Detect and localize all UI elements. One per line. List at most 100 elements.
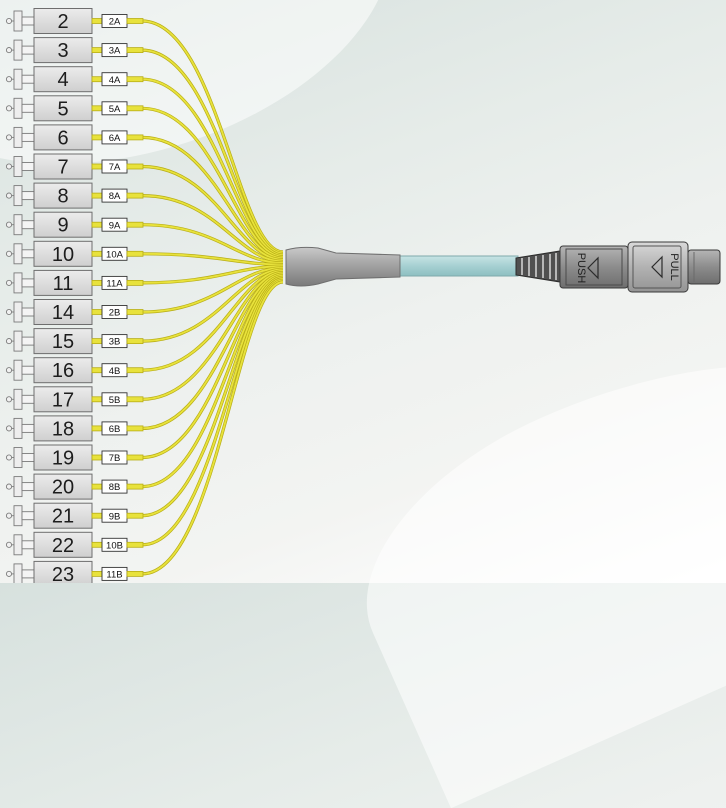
port-body [33,153,93,180]
port-tab [21,132,35,142]
port-body [33,386,93,413]
port-clip [13,563,23,583]
fiber-strand-core [141,270,284,372]
latch-pin [5,367,13,374]
port-clip [13,301,23,323]
port-clip [13,476,23,498]
port-clip [13,156,23,177]
port-body [33,37,93,64]
port-clip [13,330,23,352]
port-body [33,8,93,34]
port-tab [21,423,35,433]
port-tab [21,220,35,230]
port-number: 10 [52,244,74,266]
port-clip [13,505,23,527]
fiber-tag-label: 4B [109,366,121,377]
latch-pin [5,76,13,83]
latch-pin [5,17,13,25]
fiber-strand-core [141,136,284,260]
fiber-strand-core [141,276,284,488]
mpo-connector: PUSH PULL [515,241,721,293]
connector-strain-relief [515,250,561,283]
trunk-cable [397,255,519,277]
port-clip [13,388,23,410]
port-tab [21,569,35,579]
fiber-tag-label: 11B [106,570,122,581]
connector-pull-housing: PULL [627,241,689,293]
latch-pin [5,163,13,170]
fiber-tag-label: 6A [109,133,121,144]
pull-label: PULL [668,253,680,281]
fiber-strand-core [141,165,284,261]
port-tab [21,191,35,201]
fiber-strand-core [141,194,284,263]
port-tab [21,394,35,404]
port-clip [13,534,23,556]
port-body [33,299,93,325]
port-clip [13,272,23,294]
port-number: 15 [52,331,74,353]
port-number: 17 [52,389,74,411]
port-clip [13,214,23,236]
port-tab [21,162,35,171]
fiber-strand-core [141,268,284,342]
port-tab [21,307,35,317]
port-tab [21,278,35,288]
port-clip [13,126,23,148]
latch-pin [5,105,13,112]
port-clip [13,417,23,439]
breakout-boot [285,246,401,287]
port-body [33,328,93,355]
port-body [33,473,93,500]
fiber-strand-core [141,78,284,257]
port-clip [13,39,23,61]
port-body [33,211,93,238]
fiber-tag-label: 11A [106,279,123,290]
connector-push-body: PUSH [559,245,629,289]
port-clip [13,97,23,119]
latch-pin [5,541,13,548]
port-tab [21,103,35,113]
latch-pin [5,425,13,432]
fiber-strand-core [141,273,284,430]
port-body [33,66,93,93]
fiber-tag-label: 5B [109,395,121,406]
latch-pin [5,512,13,519]
latch-pin [5,250,13,257]
latch-pin [5,483,13,490]
fiber-tag-label: 9A [109,220,121,231]
fiber-strand [141,275,284,489]
fiber-strand [141,48,284,256]
port-clip [13,185,23,207]
port-number: 23 [52,564,74,583]
latch-pin [5,192,13,199]
latch-pin [5,279,13,286]
port-number: 2 [57,11,68,33]
port-clip [13,359,23,381]
port-clip [13,10,23,32]
fiber-tag-label: 3B [109,337,121,348]
port-body [33,124,93,151]
fiber-strand-core [141,274,284,459]
fiber-tag-label: 3A [109,46,121,57]
latch-pin [5,134,13,141]
port-number: 21 [52,506,74,528]
latch-pin [5,221,13,228]
fiber-tag-label: 2B [109,308,121,319]
port-number: 22 [52,535,74,557]
port-tab [21,482,35,492]
port-tab [21,74,35,84]
